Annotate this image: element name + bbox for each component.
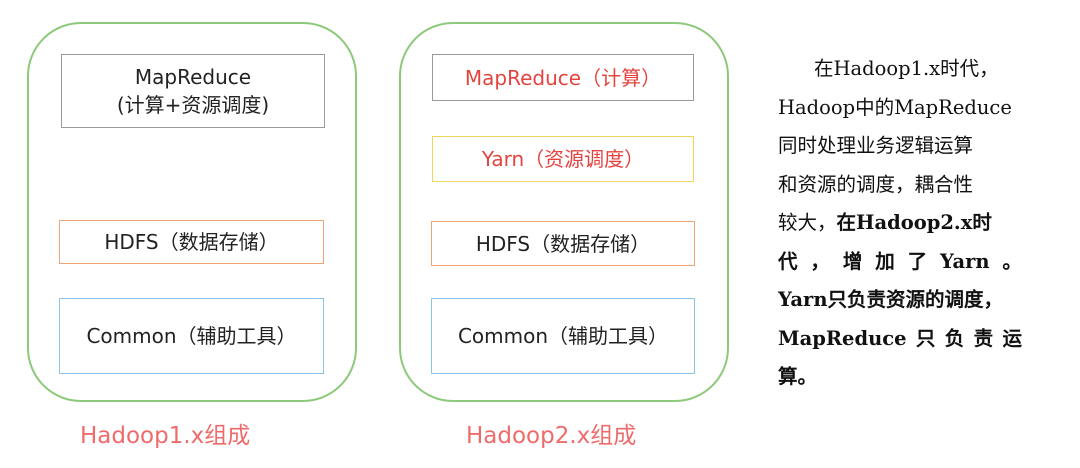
hadoop1-caption: Hadoop1.x组成 — [80, 423, 251, 449]
hadoop2-mapreduce-label: MapReduce（计算） — [464, 65, 662, 90]
description-line: 在Hadoop1.x时代， — [814, 57, 999, 80]
hadoop1-mapreduce-box: MapReduce (计算+资源调度) — [61, 54, 325, 128]
description-line: 和资源的调度，耦合性 — [778, 172, 974, 196]
hadoop2-mapreduce-box: MapReduce（计算） — [432, 54, 694, 101]
hadoop1-hdfs-label: HDFS（数据存储） — [104, 230, 279, 254]
description-word: 加 — [875, 249, 895, 273]
description-word: ， — [810, 249, 830, 273]
description-word: 代 — [778, 249, 798, 273]
hadoop2-yarn-label: Yarn（资源调度） — [481, 147, 645, 171]
description-line: 同时处理业务逻辑运算 — [778, 134, 974, 157]
description-word: 责 — [973, 326, 994, 350]
description-line: Yarn只负责资源的调度， — [778, 288, 1003, 311]
description-line: 较大，在Hadoop2.x时 — [778, 204, 1038, 243]
hadoop1-mapreduce-subtitle: (计算+资源调度) — [116, 93, 270, 117]
hadoop2-caption: Hadoop2.x组成 — [466, 423, 637, 449]
description-word: 只 — [915, 326, 936, 350]
hadoop2-yarn-box: Yarn（资源调度） — [432, 136, 694, 182]
hadoop2-common-box: Common（辅助工具） — [431, 298, 695, 374]
description-word: 运 — [1002, 326, 1022, 350]
description-word: MapReduce — [778, 326, 907, 350]
hadoop1-common-label: Common（辅助工具） — [86, 324, 297, 348]
description-line: Hadoop中的MapReduce — [778, 95, 1012, 119]
hadoop2-hdfs-label: HDFS（数据存储） — [475, 231, 651, 256]
hadoop1-common-box: Common（辅助工具） — [59, 298, 324, 374]
description-word: 。 — [1002, 249, 1022, 273]
hadoop1-hdfs-box: HDFS（数据存储） — [59, 220, 324, 264]
hadoop2-hdfs-box: HDFS（数据存储） — [431, 221, 695, 266]
description-word: 负 — [944, 326, 965, 350]
description-segment: 较大， — [778, 211, 837, 234]
description-text: 在Hadoop1.x时代， Hadoop中的MapReduce 同时处理业务逻辑… — [778, 50, 1038, 397]
description-word: 增 — [842, 249, 863, 273]
description-word: Yarn — [940, 249, 990, 273]
description-word: 了 — [907, 249, 928, 273]
description-line: 代 ， 增 加 了 Yarn 。 — [778, 243, 1022, 282]
description-line: MapReduce 只 负 责 运 — [778, 320, 1022, 359]
description-bold-segment: 在Hadoop2.x时 — [836, 211, 992, 234]
hadoop2-common-label: Common（辅助工具） — [457, 324, 669, 348]
hadoop1-mapreduce-title: MapReduce — [134, 65, 252, 89]
description-line: 算。 — [778, 365, 818, 388]
